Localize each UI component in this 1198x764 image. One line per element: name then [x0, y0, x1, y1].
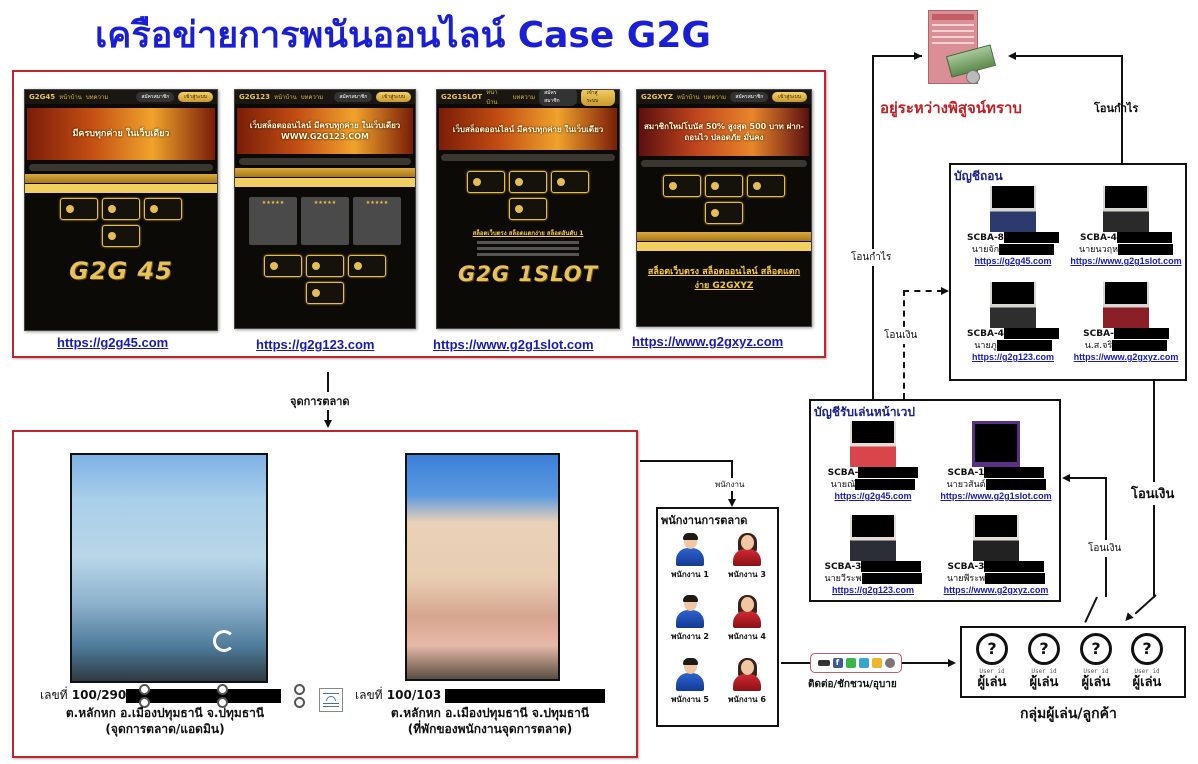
contact-channels: f [810, 653, 902, 673]
arrow-to-players [1134, 594, 1157, 615]
url-g2g45[interactable]: https://g2g45.com [57, 335, 169, 350]
messenger-icon [817, 660, 830, 666]
money-transfer-label-dashed: โอนเงิน [884, 327, 918, 344]
withdraw-account-1: SCBA-8 นายจัก https://g2g45.com [953, 186, 1073, 267]
account-money-icon [922, 10, 1002, 90]
employee-3: พนักงาน 3 [717, 533, 777, 581]
resize-handle[interactable] [217, 684, 228, 695]
marketing-point-label: จุดการตลาด [288, 392, 352, 410]
employee-label: พนักงาน [714, 478, 746, 491]
resize-handle[interactable] [294, 697, 305, 708]
deposit-account-4: SCBA-3 นายพีระพ https://www.g2gxyz.com [936, 515, 1056, 596]
resize-handle[interactable] [139, 684, 150, 695]
house-photo-1 [70, 453, 268, 683]
url-g2g123[interactable]: https://g2g123.com [256, 337, 375, 352]
location-area-2: ต.หลักหก อ.เมืองปทุมธานี จ.ปทุมธานี [390, 706, 590, 720]
profit-transfer-label-left: โอนกำไร [851, 249, 892, 266]
status-label: อยู่ระหว่างพิสูจน์ทราบ [880, 99, 1022, 117]
withdraw-accounts-title: บัญชีถอน [954, 169, 1003, 183]
deposit-account-3: SCBA-3 นายวีระพ https://g2g123.com [813, 515, 933, 596]
resize-handle[interactable] [294, 684, 305, 695]
contact-label: ติดต่อ/ชักชวน/อุบาย [808, 679, 897, 690]
profit-transfer-label-right: โอนกำไร [1094, 102, 1139, 115]
employee-2: พนักงาน 2 [660, 595, 720, 643]
employee-5: พนักงาน 5 [660, 658, 720, 706]
money-transfer-label-small: โอนเงิน [1088, 540, 1122, 557]
tv-icon [871, 658, 882, 668]
withdraw-account-3: SCBA-4 นายภู https://g2g123.com [953, 282, 1073, 363]
line-icon [845, 658, 856, 668]
phone-icon [884, 658, 895, 668]
websites-box [12, 70, 826, 358]
deposit-account-1: SCBA- นายณั https://g2g45.com [813, 421, 933, 502]
resize-handle[interactable] [139, 697, 150, 708]
money-transfer-label-big: โอนเงิน [1131, 482, 1175, 505]
page-title: เครือข่ายการพนันออนไลน์ Case G2G [95, 15, 711, 56]
chat-icon [858, 658, 869, 668]
location-area-1: ต.หลักหก อ.เมืองปทุมธานี จ.ปทุมธานี [65, 706, 265, 720]
facebook-icon: f [832, 658, 843, 668]
layout-options-icon[interactable] [319, 688, 343, 712]
locations-box [12, 430, 638, 758]
location-role-1: (จุดการตลาด/แอดมิน) [105, 722, 225, 736]
location-address-2: เลขที่ 100/103 [355, 688, 625, 703]
employee-1: พนักงาน 1 [660, 533, 720, 581]
employee-4: พนักงาน 4 [717, 595, 777, 643]
banner: เว็บสล็อตออนไลน์ มีครบทุกค่าย ในเว็บเดีย… [439, 108, 617, 150]
banner: มีครบทุกค่าย ในเว็บเดียว [27, 108, 215, 160]
withdraw-account-2: SCBA-4 นายนวฤห https://www.g2g1slot.com [1066, 186, 1186, 267]
banner: สมาชิกใหม่โบนัส 50% สูงสุด 500 บาท ฝาก-ถ… [639, 108, 809, 156]
location-address-1: เลขที่ 100/290 [40, 688, 290, 703]
banner: เว็บสล็อตออนไลน์ มีครบทุกค่าย ในเว็บเดีย… [237, 108, 413, 154]
marketing-staff-title: พนักงานการตลาด [661, 514, 748, 527]
players-caption: กลุ่มผู้เล่น/ลูกค้า [1020, 706, 1117, 722]
deposit-account-2: SCBA-1 นายวสันต์ https://www.g2g1slot.co… [936, 421, 1056, 502]
location-role-2: (ที่พักของพนักงานจุดการตลาด) [407, 722, 573, 736]
url-g2g1slot[interactable]: https://www.g2g1slot.com [433, 337, 594, 352]
url-g2gxyz[interactable]: https://www.g2gxyz.com [632, 334, 784, 349]
employee-6: พนักงาน 6 [717, 658, 777, 706]
resize-handle[interactable] [217, 697, 228, 708]
deposit-accounts-title: บัญชีรับเล่นหน้าเวป [814, 405, 916, 419]
withdraw-account-4: SCBA- น.ส.จริ https://www.g2gxyz.com [1066, 282, 1186, 363]
house-photo-2 [405, 453, 560, 681]
rotate-handle-icon[interactable] [213, 630, 235, 652]
